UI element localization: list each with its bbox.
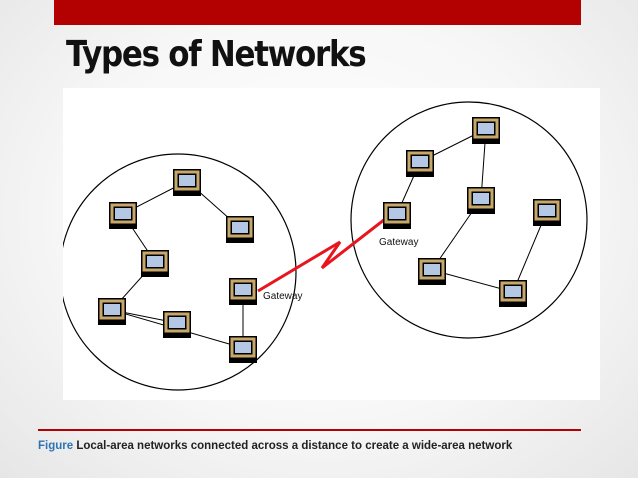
lan-right-computer-3	[467, 187, 495, 214]
bottom-divider	[38, 429, 581, 431]
network-diagram: Gateway Gateway	[63, 88, 600, 400]
wan-link	[257, 214, 390, 293]
lan-left-gateway-computer	[229, 278, 257, 305]
lan-right-computer-6	[499, 280, 527, 307]
top-accent-bar	[54, 0, 581, 25]
lan-left-computer-1	[173, 169, 201, 196]
lan-right-boundary	[350, 101, 588, 339]
lan-left-boundary	[63, 153, 297, 391]
lan-left-computer-6	[163, 311, 191, 338]
caption-text: Local-area networks connected across a d…	[73, 440, 513, 452]
lan-right-computer-1	[472, 117, 500, 144]
lan-left-computer-2	[109, 202, 137, 229]
lan-right-computer-5	[418, 258, 446, 285]
lan-left-computer-5	[98, 298, 126, 325]
lan-left-computer-3	[226, 216, 254, 243]
lan-right-gateway-computer	[383, 202, 411, 229]
network-diagram-svg: Gateway Gateway	[63, 101, 588, 391]
lan-right-computer-2	[406, 150, 434, 177]
gateway-label-right: Gateway	[379, 237, 418, 248]
lan-right-computer-4	[533, 199, 561, 226]
figure-caption: Figure Local-area networks connected acr…	[38, 440, 512, 452]
lan-left-computer-4	[141, 250, 169, 277]
caption-prefix: Figure	[38, 440, 74, 452]
gateway-label-left: Gateway	[263, 291, 302, 302]
lan-left-computer-7	[229, 336, 257, 363]
slide-title: Types of Networks	[66, 34, 367, 75]
